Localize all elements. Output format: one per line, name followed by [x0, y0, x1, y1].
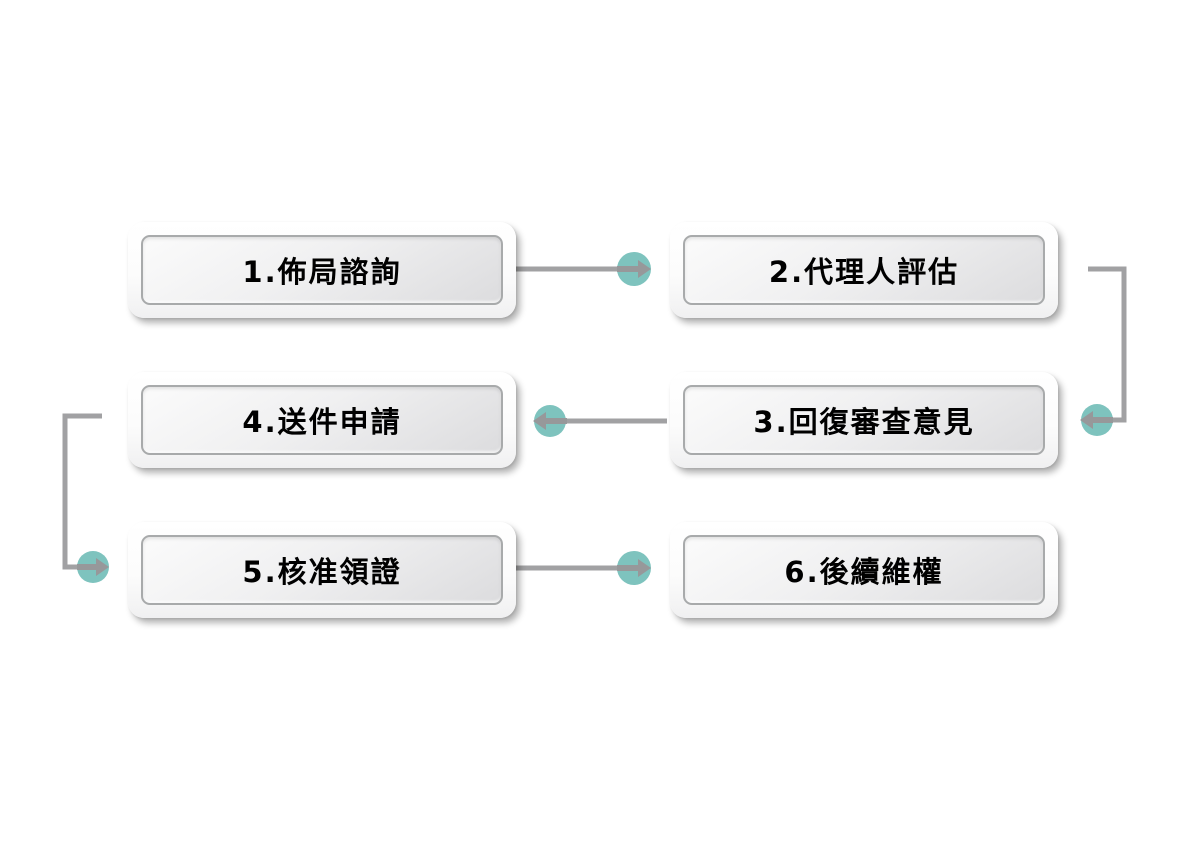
- arrow-right-icon: [638, 260, 651, 278]
- arrow-left-icon: [533, 412, 546, 430]
- arrow-right-icon: [638, 559, 651, 577]
- arrow-right-icon: [96, 558, 109, 576]
- flow-step-1-panel: 1.佈局諮詢: [141, 235, 503, 305]
- flow-step-5-label: 5.核准領證: [242, 555, 402, 589]
- flow-step-4: 4.送件申請: [128, 372, 516, 468]
- flow-step-6-label: 6.後續維權: [784, 555, 944, 589]
- flow-step-1: 1.佈局諮詢: [128, 222, 516, 318]
- connector-elbow: [62, 413, 102, 570]
- connector-elbow: [1088, 266, 1127, 423]
- connector-step5-step6: [516, 551, 651, 585]
- flow-step-5: 5.核准領證: [128, 522, 516, 618]
- arrow-node-left-icon: [1081, 404, 1113, 436]
- flow-step-3-panel: 3.回復審查意見: [683, 385, 1045, 455]
- arrow-node-right-icon: [77, 551, 109, 583]
- flow-step-5-panel: 5.核准領證: [141, 535, 503, 605]
- arrow-node-right-icon: [617, 252, 651, 286]
- flow-step-2: 2.代理人評估: [670, 222, 1058, 318]
- flow-step-1-label: 1.佈局諮詢: [242, 255, 402, 289]
- arrow-node-left-icon: [534, 405, 566, 437]
- flow-step-3: 3.回復審查意見: [670, 372, 1058, 468]
- connector-step1-step2: [516, 252, 651, 286]
- arrow-node-right-icon: [617, 551, 651, 585]
- flow-step-4-label: 4.送件申請: [242, 405, 402, 439]
- connector-step2-step3: [1080, 266, 1127, 436]
- flow-step-6-panel: 6.後續維權: [683, 535, 1045, 605]
- arrow-left-icon: [1080, 411, 1093, 429]
- flow-step-2-label: 2.代理人評估: [768, 255, 960, 289]
- flow-step-2-panel: 2.代理人評估: [683, 235, 1045, 305]
- connector-step4-step5: [62, 413, 109, 583]
- flow-step-3-label: 3.回復審查意見: [753, 405, 975, 439]
- connector-step3-step4: [533, 405, 667, 437]
- flow-step-4-panel: 4.送件申請: [141, 385, 503, 455]
- flow-step-6: 6.後續維權: [670, 522, 1058, 618]
